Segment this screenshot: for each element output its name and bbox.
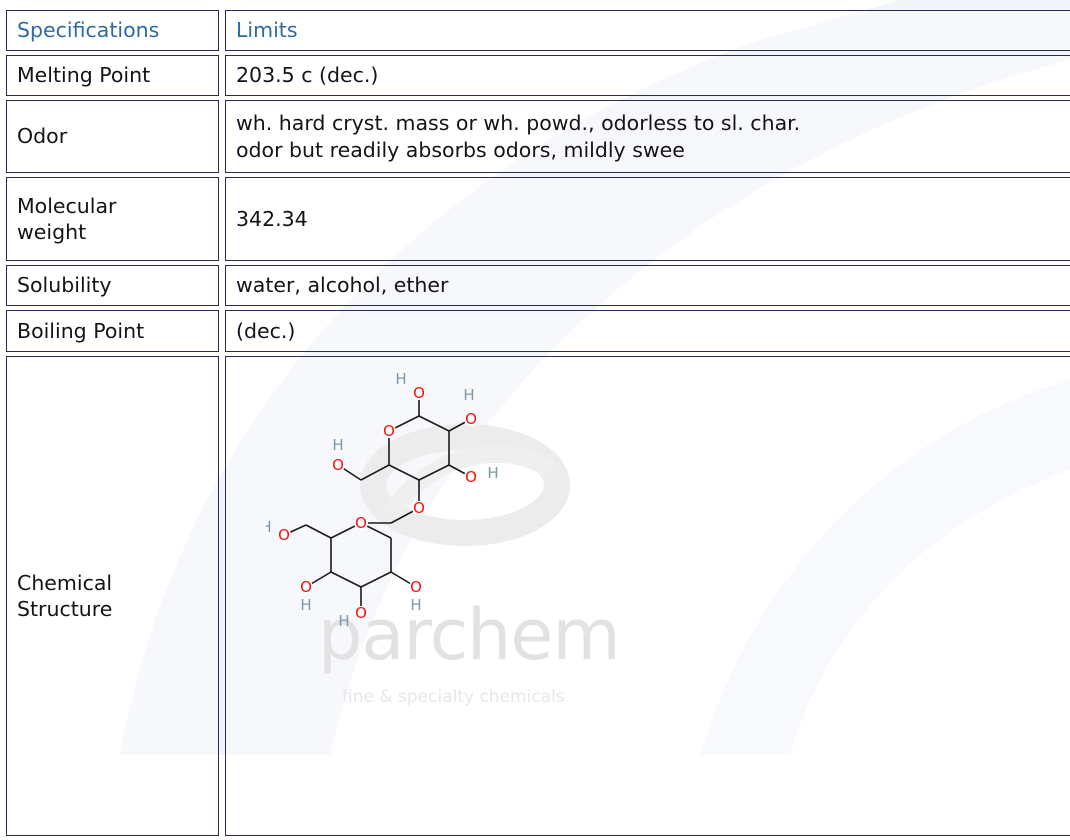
table-header-row: Specifications Limits (6, 10, 1070, 51)
row-value: 342.34 (225, 177, 1070, 261)
atom-label-backdrop (382, 424, 396, 438)
oxygen-atom-label: O (300, 578, 312, 596)
hydrogen-atom-label: H (395, 370, 406, 388)
table-row: Melting Point 203.5 c (dec.) (6, 55, 1070, 96)
oxygen-atom-label: O (332, 456, 344, 474)
row-label-line: Molecular (17, 193, 117, 218)
oxygen-atom-label: O (355, 514, 367, 532)
row-value: (dec.) (225, 310, 1070, 352)
atom-label-backdrop (299, 580, 313, 594)
atom-label-backdrop (464, 412, 478, 426)
row-label: Boiling Point (6, 310, 219, 352)
structure-atom-labels: OOOOOOOOOOOHHHHHHHH (266, 370, 499, 630)
table-row: Boiling Point (dec.) (6, 310, 1070, 352)
atom-label-backdrop (412, 386, 426, 400)
atom-label-backdrop (354, 516, 368, 530)
bond-line (418, 464, 450, 481)
row-label: Molecular weight (6, 177, 219, 261)
header-specifications: Specifications (6, 10, 219, 51)
oxygen-atom-label: O (355, 604, 367, 622)
bond-line (360, 464, 390, 481)
specifications-table: Specifications Limits Melting Point 203.… (0, 6, 1070, 840)
row-label-line: Structure (17, 597, 113, 621)
row-label-line: weight (17, 220, 87, 244)
hydrogen-atom-label: H (332, 436, 343, 454)
row-label: Chemical Structure (6, 356, 219, 836)
bond-line (330, 571, 362, 588)
hydrogen-atom-label: H (410, 596, 421, 614)
parchem-logo-watermark (360, 424, 570, 546)
oxygen-atom-label: O (413, 499, 425, 517)
oxygen-atom-label: O (413, 384, 425, 402)
hydrogen-atom-label: H (300, 596, 311, 614)
hydrogen-atom-label: H (266, 518, 272, 536)
atom-label-backdrop (331, 458, 345, 472)
row-label-line: Chemical (17, 570, 113, 595)
bond-line (305, 524, 332, 539)
watermark-brand: parchem (318, 594, 621, 676)
oxygen-atom-label: O (383, 422, 395, 440)
row-value-line: wh. hard cryst. mass or wh. powd., odorl… (236, 111, 801, 136)
oxygen-atom-label: O (465, 410, 477, 428)
bond-line (388, 464, 420, 481)
hydrogen-atom-label: H (463, 386, 474, 404)
watermark-tagline: fine & specialty chemicals (342, 687, 565, 707)
atom-label-backdrop (409, 580, 423, 594)
table-row: Odor wh. hard cryst. mass or wh. powd., … (6, 100, 1070, 173)
hydrogen-atom-label: H (338, 612, 349, 630)
structure-bonds (283, 393, 472, 613)
bond-line (418, 415, 450, 432)
row-value: wh. hard cryst. mass or wh. powd., odorl… (225, 100, 1070, 173)
row-label: Solubility (6, 265, 219, 306)
bond-line (360, 571, 392, 588)
oxygen-atom-label: O (465, 468, 477, 486)
table-row: Chemical Structure OOOOOOOOOOOHHHHHHHH (6, 356, 1070, 836)
table-row: Molecular weight 342.34 (6, 177, 1070, 261)
atom-label-backdrop (354, 606, 368, 620)
chemical-structure-diagram: OOOOOOOOOOOHHHHHHHH (266, 370, 499, 630)
background-swoosh (120, 0, 1070, 755)
row-value-line: odor but readily absorbs odors, mildly s… (236, 137, 685, 162)
header-limits: Limits (225, 10, 1070, 51)
row-value: water, alcohol, ether (225, 265, 1070, 306)
atom-label-backdrop (277, 528, 291, 542)
row-value: 203.5 c (dec.) (225, 55, 1070, 96)
atom-label-backdrop (464, 470, 478, 484)
row-label: Odor (6, 100, 219, 173)
hydrogen-atom-label: H (487, 464, 498, 482)
row-label: Melting Point (6, 55, 219, 96)
oxygen-atom-label: O (278, 526, 290, 544)
atom-label-backdrop (412, 501, 426, 515)
oxygen-atom-label: O (410, 578, 422, 596)
table-row: Solubility water, alcohol, ether (6, 265, 1070, 306)
chemical-structure-cell: OOOOOOOOOOOHHHHHHHH (225, 356, 1070, 836)
